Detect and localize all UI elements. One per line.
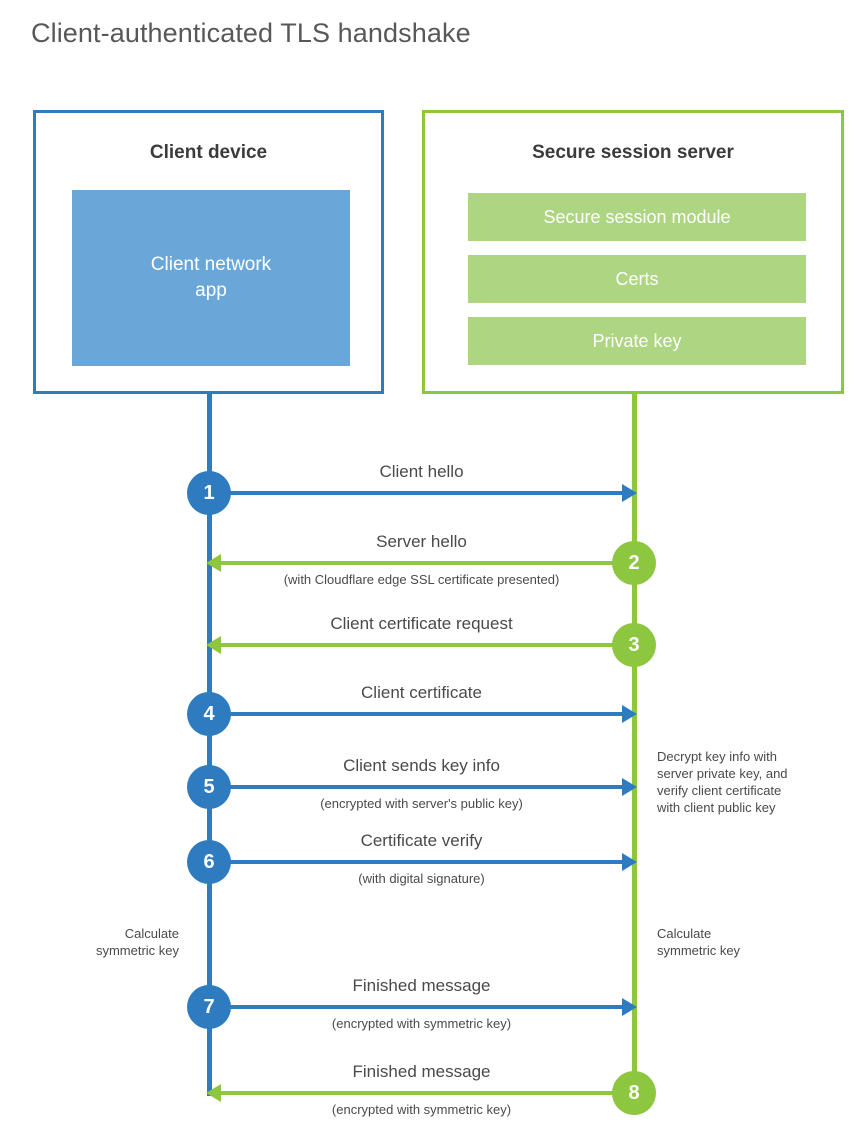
step-circle-4[interactable]: 4 — [187, 692, 231, 736]
arrow-line — [209, 860, 634, 864]
message-sublabel-6: (with digital signature) — [358, 871, 485, 886]
arrow-line — [209, 1091, 634, 1095]
arrow-head-icon — [206, 1084, 221, 1102]
step-circle-1[interactable]: 1 — [187, 471, 231, 515]
page-title: Client-authenticated TLS handshake — [31, 18, 471, 48]
arrow-head-icon — [622, 853, 637, 871]
message-label-4: Client certificate — [361, 683, 482, 702]
secure-session-server-title: Secure session server — [532, 142, 734, 163]
step-circle-2[interactable]: 2 — [612, 541, 656, 585]
arrow-line — [209, 785, 634, 789]
arrow-head-icon — [622, 778, 637, 796]
message-label-7: Finished message — [352, 976, 491, 995]
arrow-head-icon — [622, 998, 637, 1016]
step-circle-3[interactable]: 3 — [612, 623, 656, 667]
arrow-line — [209, 712, 634, 716]
message-sublabel-7: (encrypted with symmetric key) — [331, 1016, 512, 1031]
client-lifeline — [207, 394, 212, 1096]
message-label-2: Server hello — [376, 532, 467, 551]
message-sublabel-2: (with Cloudflare edge SSL certificate pr… — [283, 572, 560, 587]
arrow-line — [209, 1005, 634, 1009]
note-client-calculate-symmetric-key: Calculate symmetric key — [95, 926, 179, 958]
server-lifeline — [632, 394, 637, 1093]
client-network-app-block: Client network app — [72, 190, 350, 366]
step-circle-6[interactable]: 6 — [187, 840, 231, 884]
arrow-head-icon — [206, 554, 221, 572]
step-circle-8[interactable]: 8 — [612, 1071, 656, 1115]
server-component-private-key: Private key — [468, 317, 806, 365]
message-label-5: Client sends key info — [343, 756, 500, 775]
arrow-head-icon — [622, 484, 637, 502]
arrow-line — [209, 491, 634, 495]
arrow-line — [209, 561, 634, 565]
note-server-calculate-symmetric-key: Calculate symmetric key — [657, 926, 741, 958]
server-component-certs: Certs — [468, 255, 806, 303]
message-label-6: Certificate verify — [360, 831, 483, 850]
arrow-line — [209, 643, 634, 647]
message-label-8: Finished message — [352, 1062, 491, 1081]
message-sublabel-8: (encrypted with symmetric key) — [331, 1102, 512, 1117]
step-circle-7[interactable]: 7 — [187, 985, 231, 1029]
message-label-3: Client certificate request — [330, 614, 513, 633]
secure-session-server-box: Secure session server Secure session mod… — [422, 110, 844, 394]
message-label-1: Client hello — [379, 462, 464, 481]
server-component-secure-session-module: Secure session module — [468, 193, 806, 241]
client-device-title: Client device — [149, 142, 268, 163]
arrow-head-icon — [206, 636, 221, 654]
arrow-head-icon — [622, 705, 637, 723]
note-server-decrypt: Decrypt key info with server private key… — [657, 749, 788, 815]
client-device-box: Client device Client network app — [33, 110, 384, 394]
message-sublabel-5: (encrypted with server's public key) — [320, 796, 523, 811]
step-circle-5[interactable]: 5 — [187, 765, 231, 809]
